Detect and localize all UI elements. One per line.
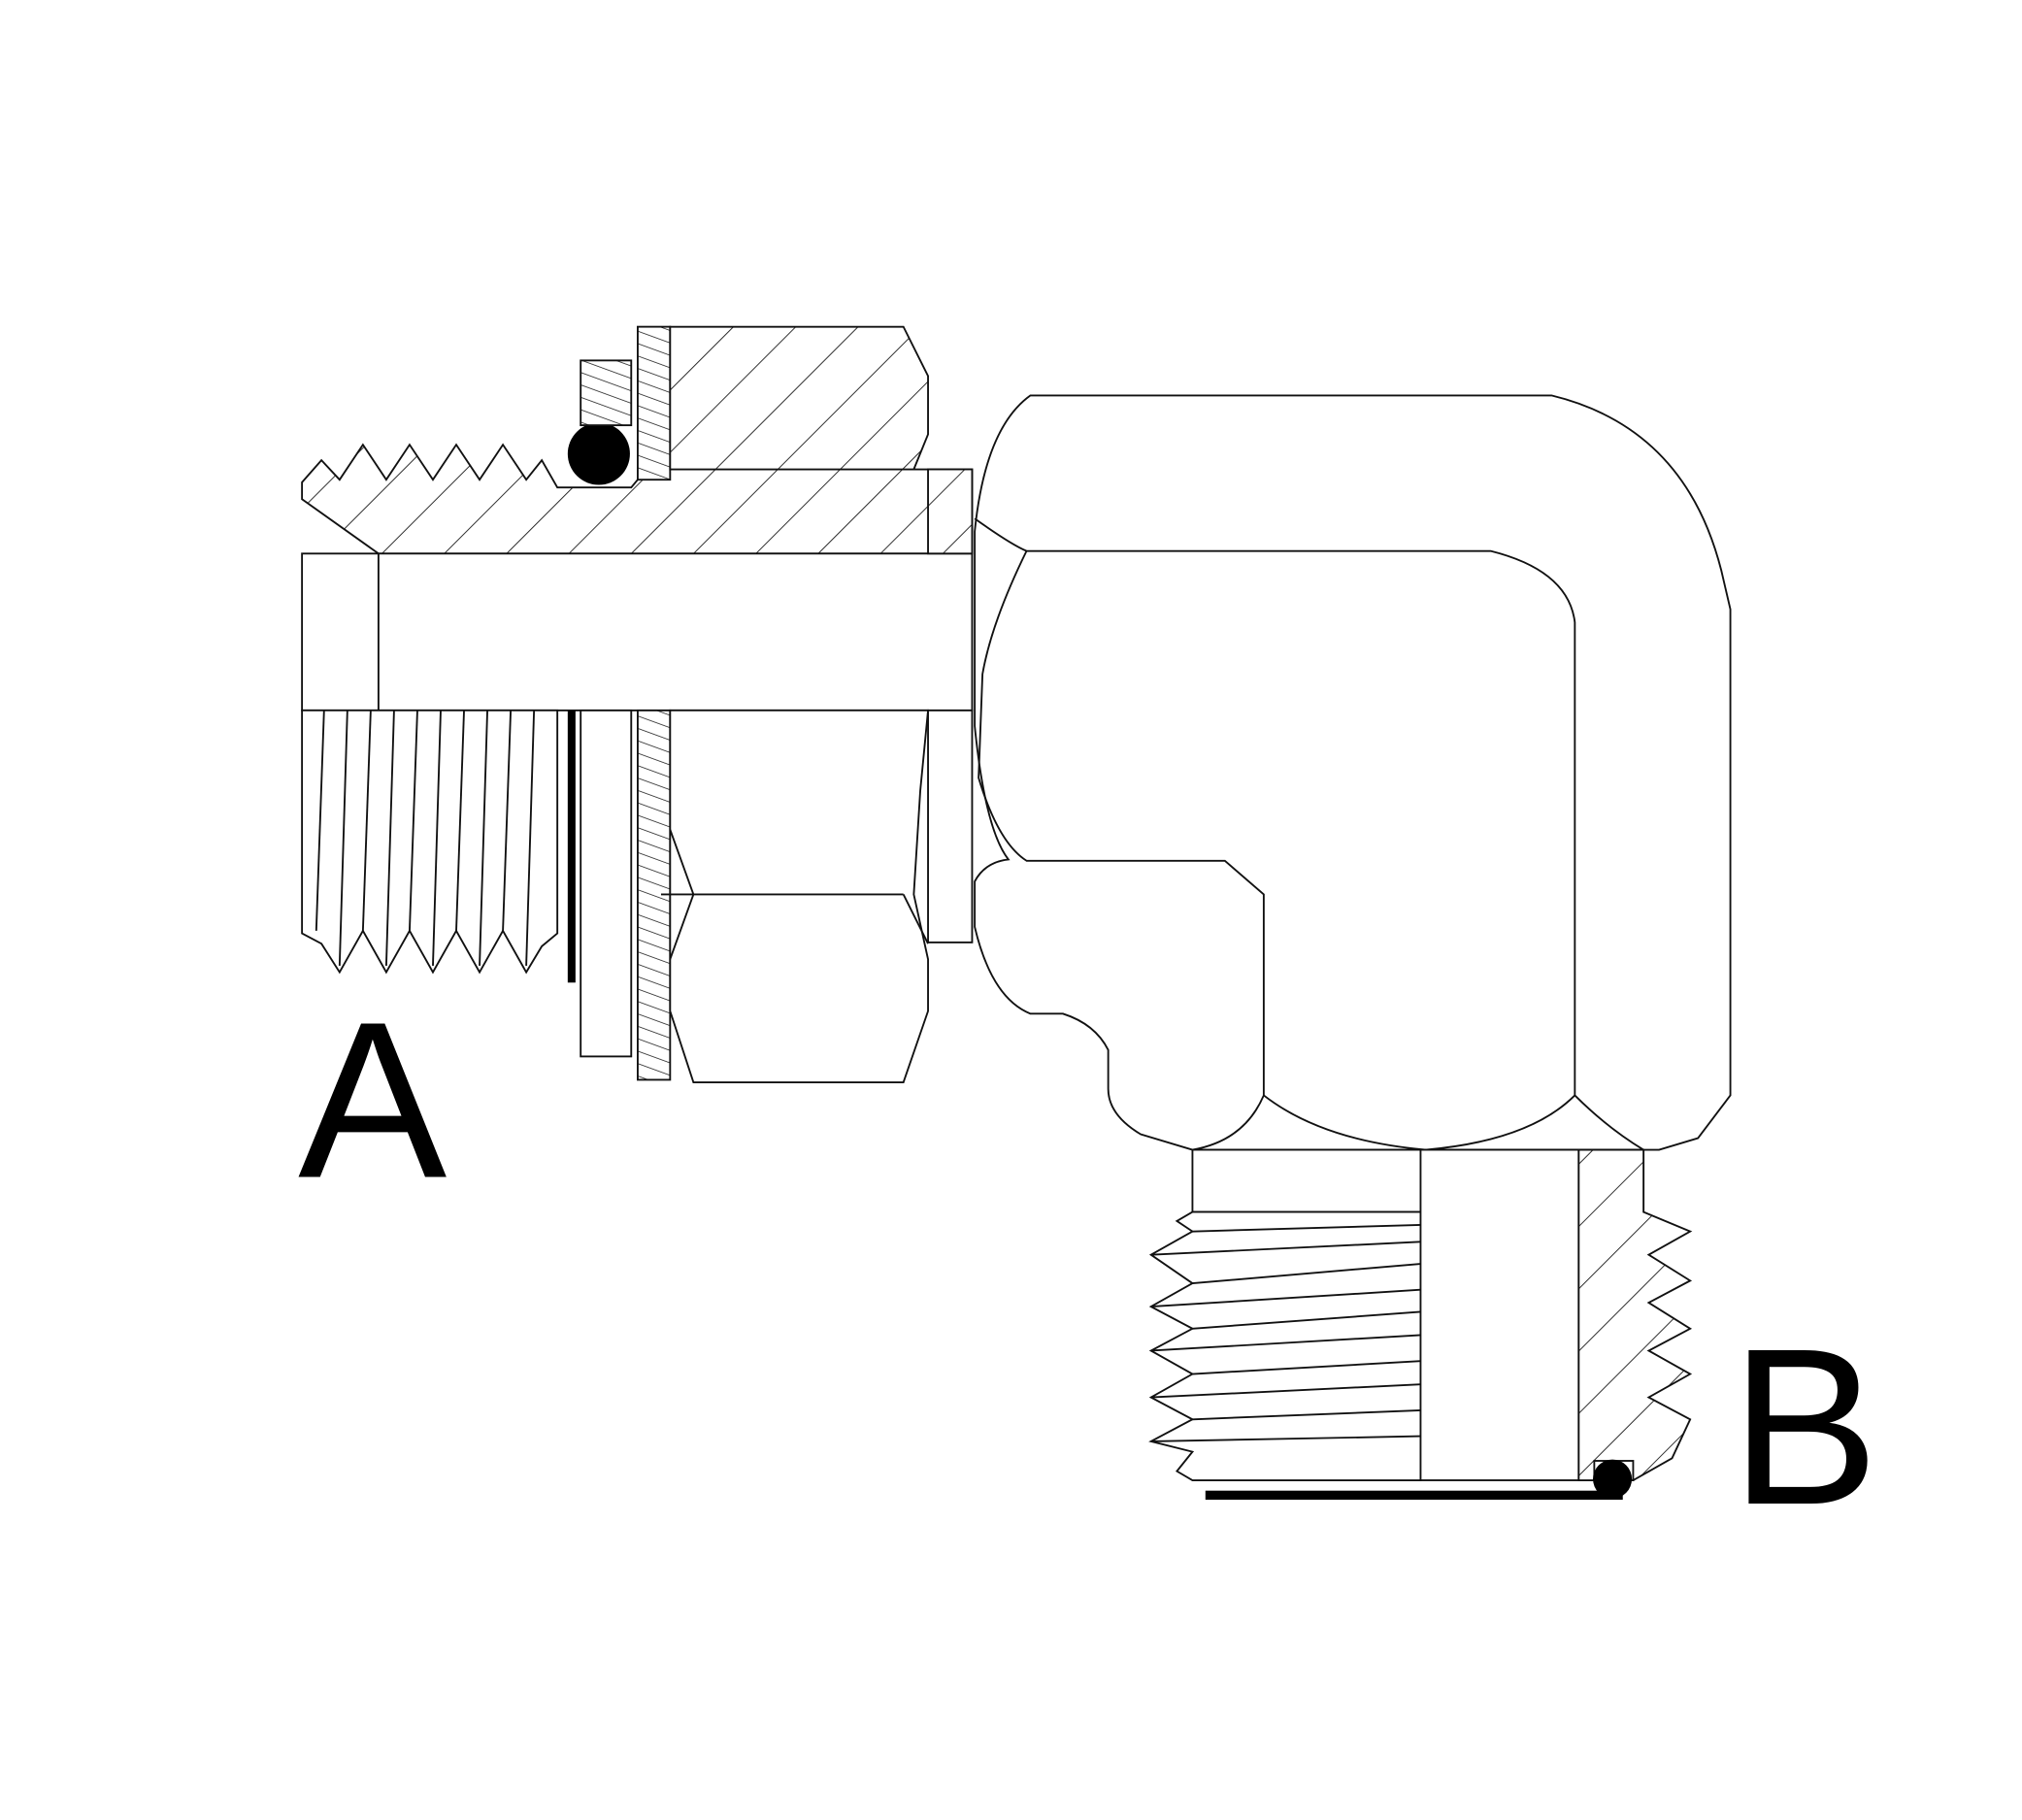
washer-lower: [580, 709, 633, 1058]
locknut-upper: [637, 325, 672, 481]
elbow-body: [974, 394, 1732, 1151]
port-a-label: A: [298, 976, 447, 1225]
thread-lines-a: [315, 710, 536, 966]
neck-upper: [927, 468, 974, 555]
port-b-thread-section: [1577, 1148, 1693, 1481]
port-b-bore: [1419, 1148, 1580, 1481]
swivel-nut-lower: [669, 709, 930, 1084]
port-b-label: B: [1731, 1302, 1879, 1551]
o-ring-a: [567, 422, 630, 485]
neck-lower: [927, 709, 974, 943]
thread-lines-b: [1150, 1224, 1421, 1442]
port-a-bore: [301, 552, 974, 711]
seal-b: [1205, 1490, 1623, 1501]
port-a-thread-lower: [301, 709, 559, 975]
o-ring-a-section: [567, 710, 576, 983]
washer-upper: [580, 359, 633, 427]
swivel-nut-upper: [669, 325, 929, 471]
o-ring-b: [1593, 1459, 1633, 1499]
